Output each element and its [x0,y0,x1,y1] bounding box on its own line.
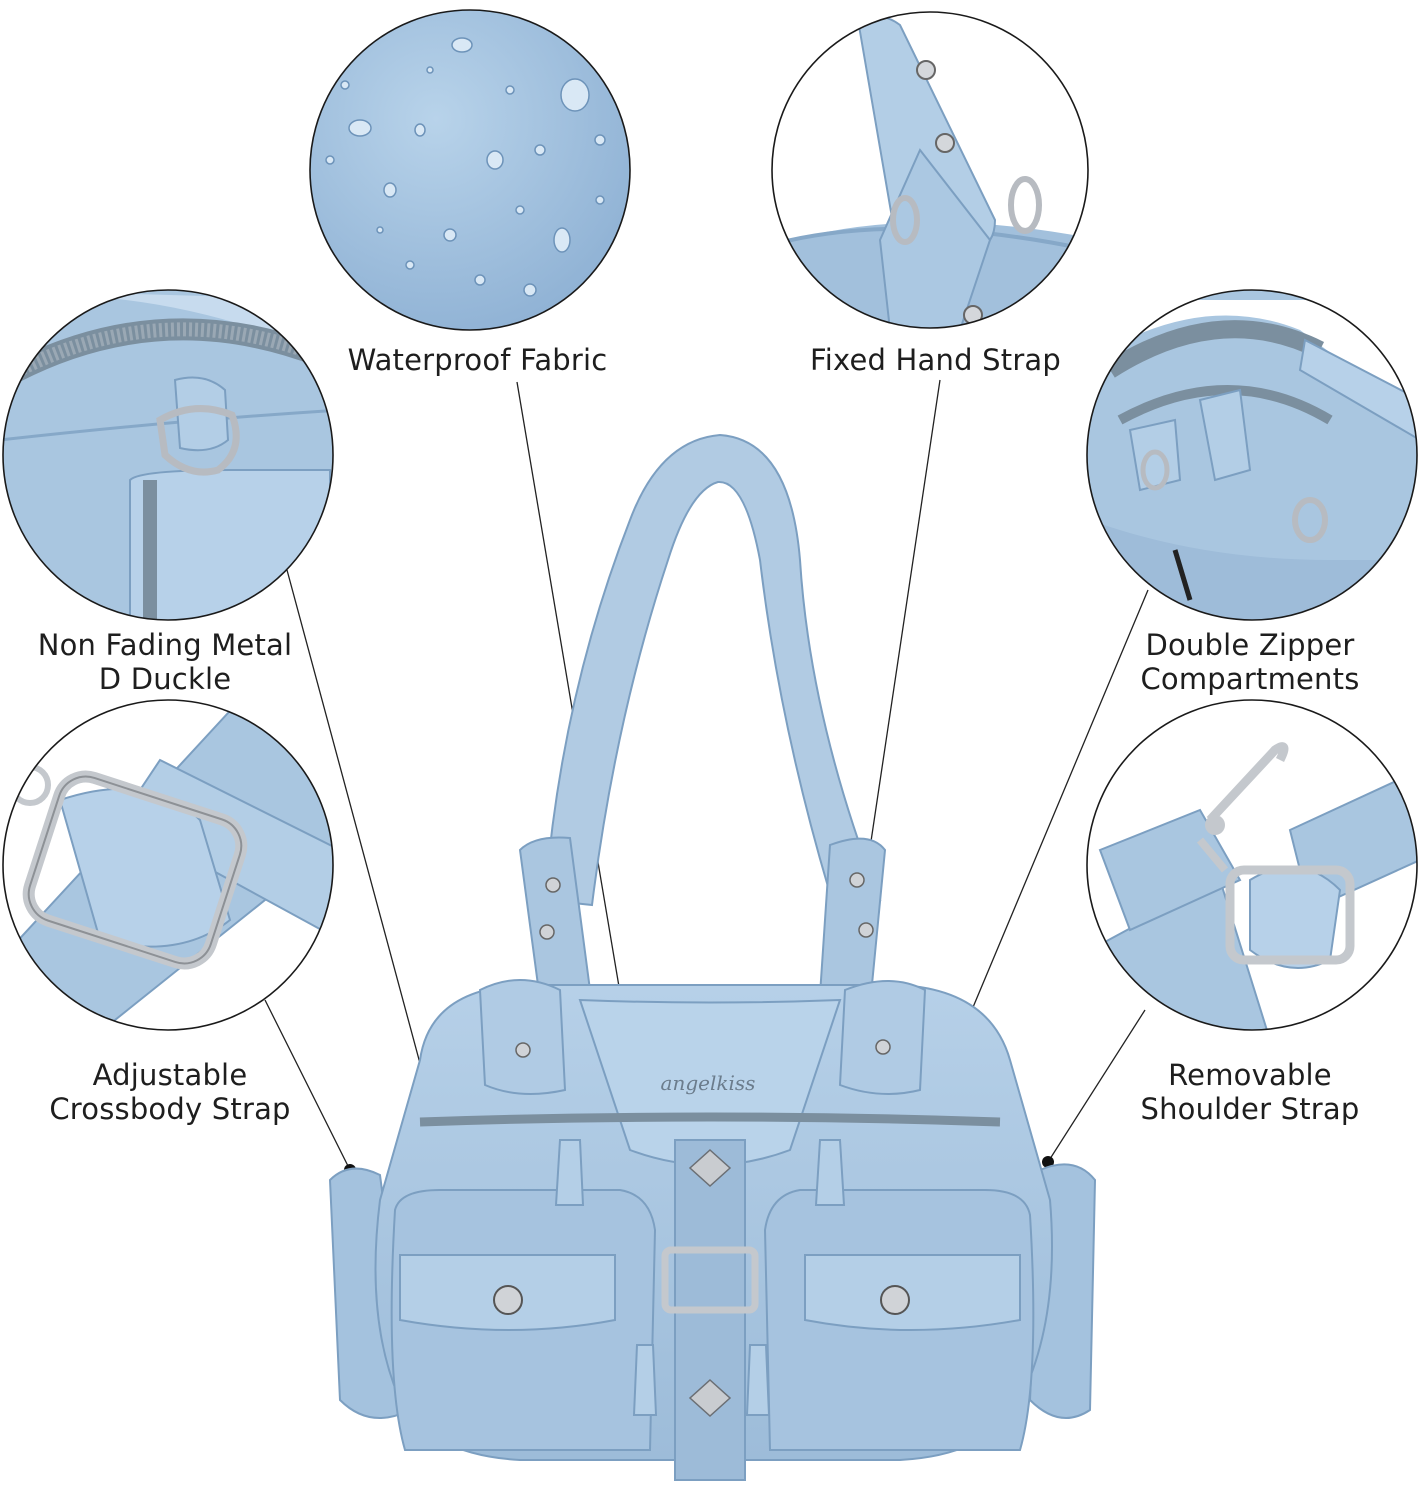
leader-line-removable [1047,1009,1146,1163]
circle-fixed-hand-strap [771,11,1089,329]
bag-center-buckle [661,1246,759,1314]
label-double-zipper-line-1: Double Zipper [1145,628,1355,662]
label-removable-line-2: Shoulder Strap [1140,1092,1360,1126]
label-crossbody-line-2: Crossbody Strap [49,1092,291,1126]
main-bag-image: angelkiss [328,433,1097,1481]
leader-line-crossbody [264,999,351,1171]
label-removable-line-1: Removable [1168,1058,1332,1092]
water-droplets [325,37,606,297]
label-crossbody-strap: Adjustable Crossbody Strap [40,1058,300,1126]
label-fixed-hand-strap: Fixed Hand Strap [808,343,1063,377]
label-d-buckle: Non Fading Metal D Duckle [20,628,310,696]
label-hand-strap-line-1: Fixed Hand Strap [809,343,1062,377]
circle-crossbody-strap [2,699,334,1031]
leader-line-d-buckle [286,569,429,1094]
label-double-zipper: Double Zipper Compartments [1130,628,1370,696]
bag-logo: angelkiss [661,1071,756,1095]
bag-strap-tab-left [518,836,592,1002]
circle-removable-strap [1086,699,1418,1031]
circle-waterproof-fabric [309,9,631,331]
label-d-buckle-line-1: Non Fading Metal [37,628,293,662]
bag-strap-tab-right [818,837,887,1007]
circle-d-buckle [2,289,334,621]
label-double-zipper-line-2: Compartments [1140,662,1360,696]
label-waterproof-line-1: Waterproof Fabric [347,343,608,377]
label-waterproof-fabric: Waterproof Fabric [345,343,610,377]
label-crossbody-line-1: Adjustable [92,1058,248,1092]
label-removable-strap: Removable Shoulder Strap [1130,1058,1370,1126]
bag-zipper [419,1112,1001,1127]
leader-line-hand-strap [869,379,941,849]
circle-double-zipper [1086,289,1418,621]
leader-line-double-zipper [957,589,1149,1044]
leader-dot-removable [1042,1156,1054,1168]
bag-handle [543,433,882,912]
label-d-buckle-line-2: D Duckle [98,662,232,696]
